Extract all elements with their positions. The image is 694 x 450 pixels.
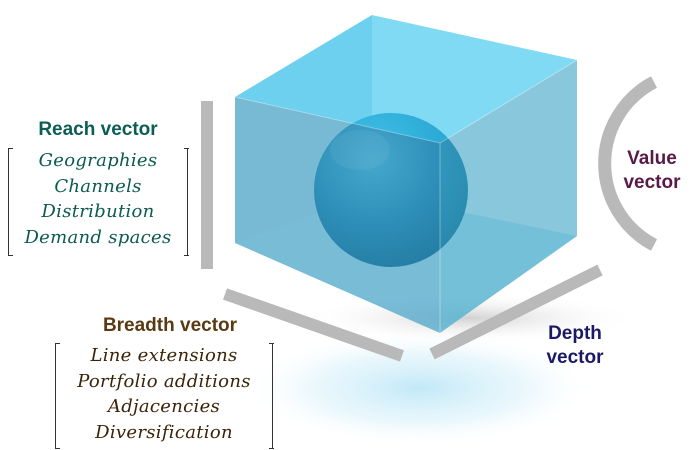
value-vector-title: Value vector [612,147,692,195]
cube-edges [234,59,578,333]
breadth-bar [223,288,404,362]
reach-vector-title: Reach vector [38,119,158,140]
reach-items-list: Geographies Channels Distribution Demand… [7,148,189,256]
value-arc [598,76,658,251]
value-title-line1: Value [627,148,677,169]
breadth-items-list: Line extensions Portfolio additions Adja… [54,343,274,449]
value-title-line2: vector [623,172,681,193]
reach-item: Geographies [38,150,158,171]
reach-item: Demand spaces [24,226,172,248]
breadth-item: Diversification [95,421,233,443]
reach-item: Distribution [41,201,155,222]
cube-front-face [235,97,440,333]
floor-reflection [245,330,595,446]
depth-vector-title: Depth vector [530,322,620,370]
depth-title-line1: Depth [548,323,602,344]
breadth-item: Line extensions [90,345,238,366]
cube-top-face [235,15,577,143]
depth-title-line2: vector [546,347,604,368]
depth-bar [429,264,603,360]
reach-item: Channels [54,175,142,197]
reach-bar [201,101,213,269]
breadth-item: Adjacencies [107,396,221,417]
cube-right-face [440,60,577,333]
breadth-item: Portfolio additions [77,370,251,392]
breadth-vector-title: Breadth vector [102,315,238,336]
